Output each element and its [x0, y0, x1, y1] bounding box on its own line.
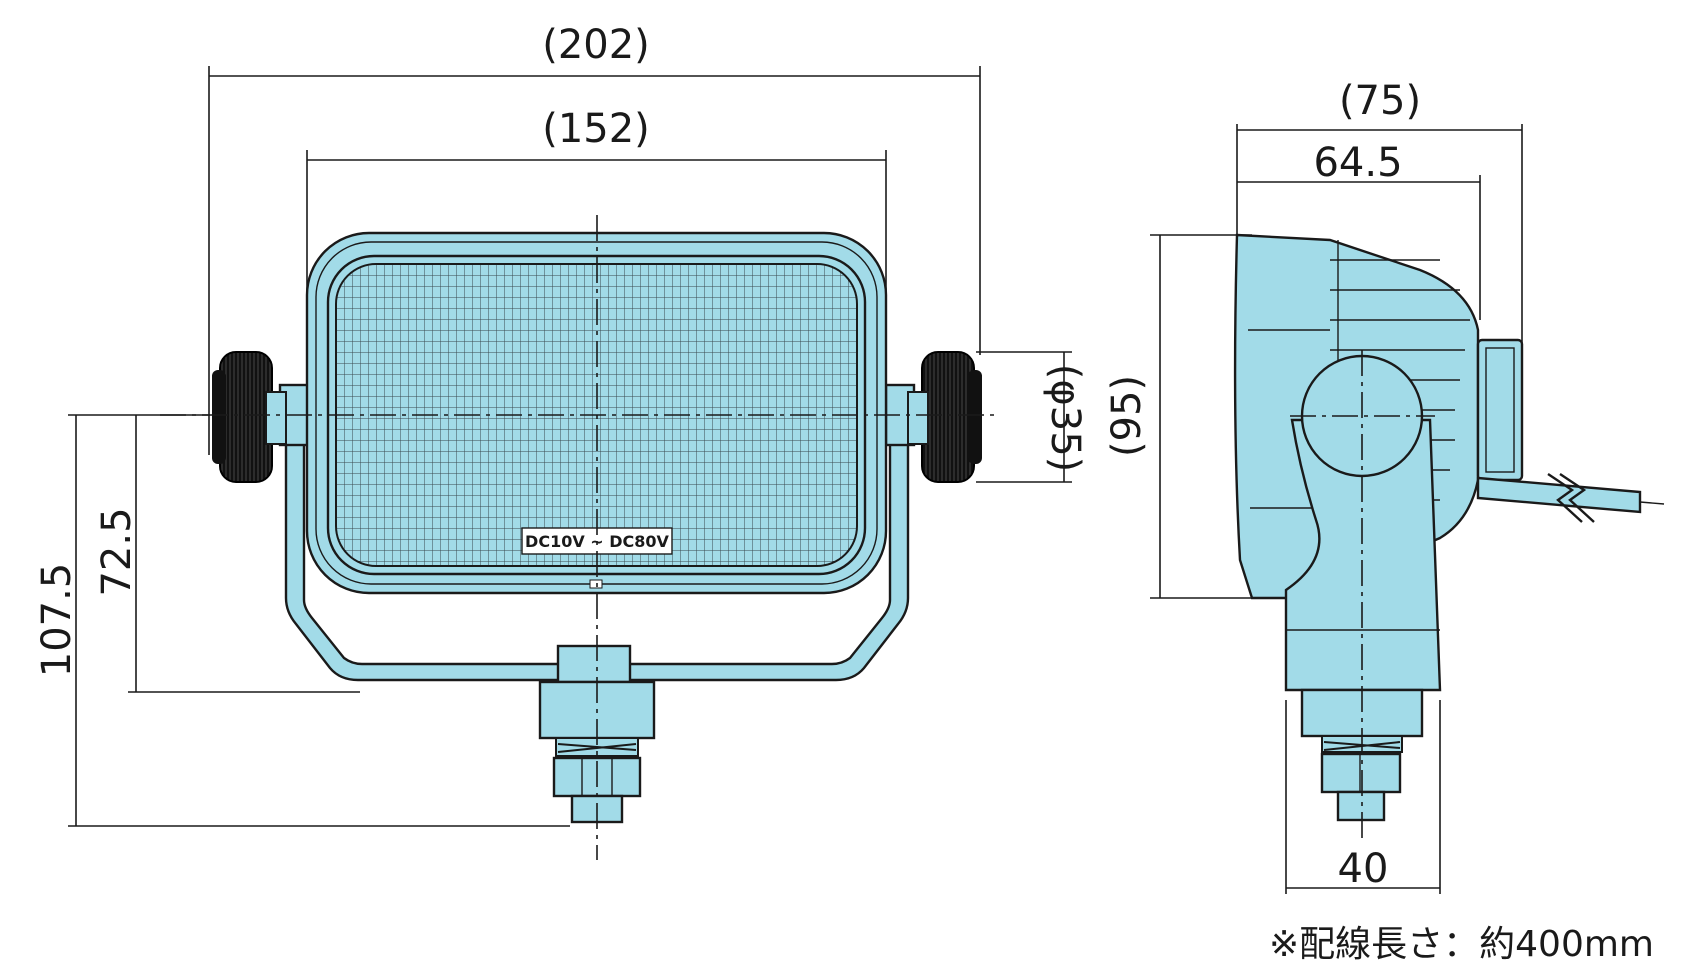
- dim-height-total: 107.5: [34, 414, 570, 827]
- side-bracket-arm: [1284, 418, 1442, 692]
- dim-overall-width: (202): [208, 22, 981, 455]
- dim-base-width-text: 40: [1338, 846, 1389, 892]
- dim-depth-body: 64.5: [1237, 140, 1481, 320]
- wire-length-note: ※配線長さ：約400mm: [1269, 924, 1654, 965]
- dim-height-total-text: 107.5: [34, 563, 80, 678]
- dim-depth-total-text: (75): [1339, 78, 1421, 124]
- right-knob: [907, 351, 982, 483]
- front-view: (202) (152) DC10V ~ DC80V: [34, 22, 1088, 860]
- dim-knob-diameter-text: (φ35): [1042, 364, 1088, 473]
- dim-height-side-text: (95): [1104, 375, 1150, 457]
- dim-overall-width-text: (202): [542, 22, 650, 68]
- dim-lens-width-text: (152): [542, 106, 650, 152]
- dim-height-bracket: 72.5: [94, 415, 360, 693]
- left-knob: [212, 351, 287, 483]
- dim-base-width: 40: [1285, 700, 1441, 894]
- mount-stud: [538, 644, 656, 824]
- side-view: (75) 64.5 (95): [1104, 78, 1665, 894]
- dim-knob-diameter: (φ35): [976, 351, 1088, 483]
- cable-gland: [1476, 338, 1524, 482]
- dim-lens-width: (152): [306, 106, 887, 340]
- dim-depth-body-text: 64.5: [1313, 140, 1402, 186]
- cable: [1476, 473, 1665, 523]
- dim-depth-total: (75): [1236, 78, 1523, 352]
- dim-height-bracket-text: 72.5: [94, 507, 140, 596]
- dim-height-side: (95): [1104, 234, 1252, 599]
